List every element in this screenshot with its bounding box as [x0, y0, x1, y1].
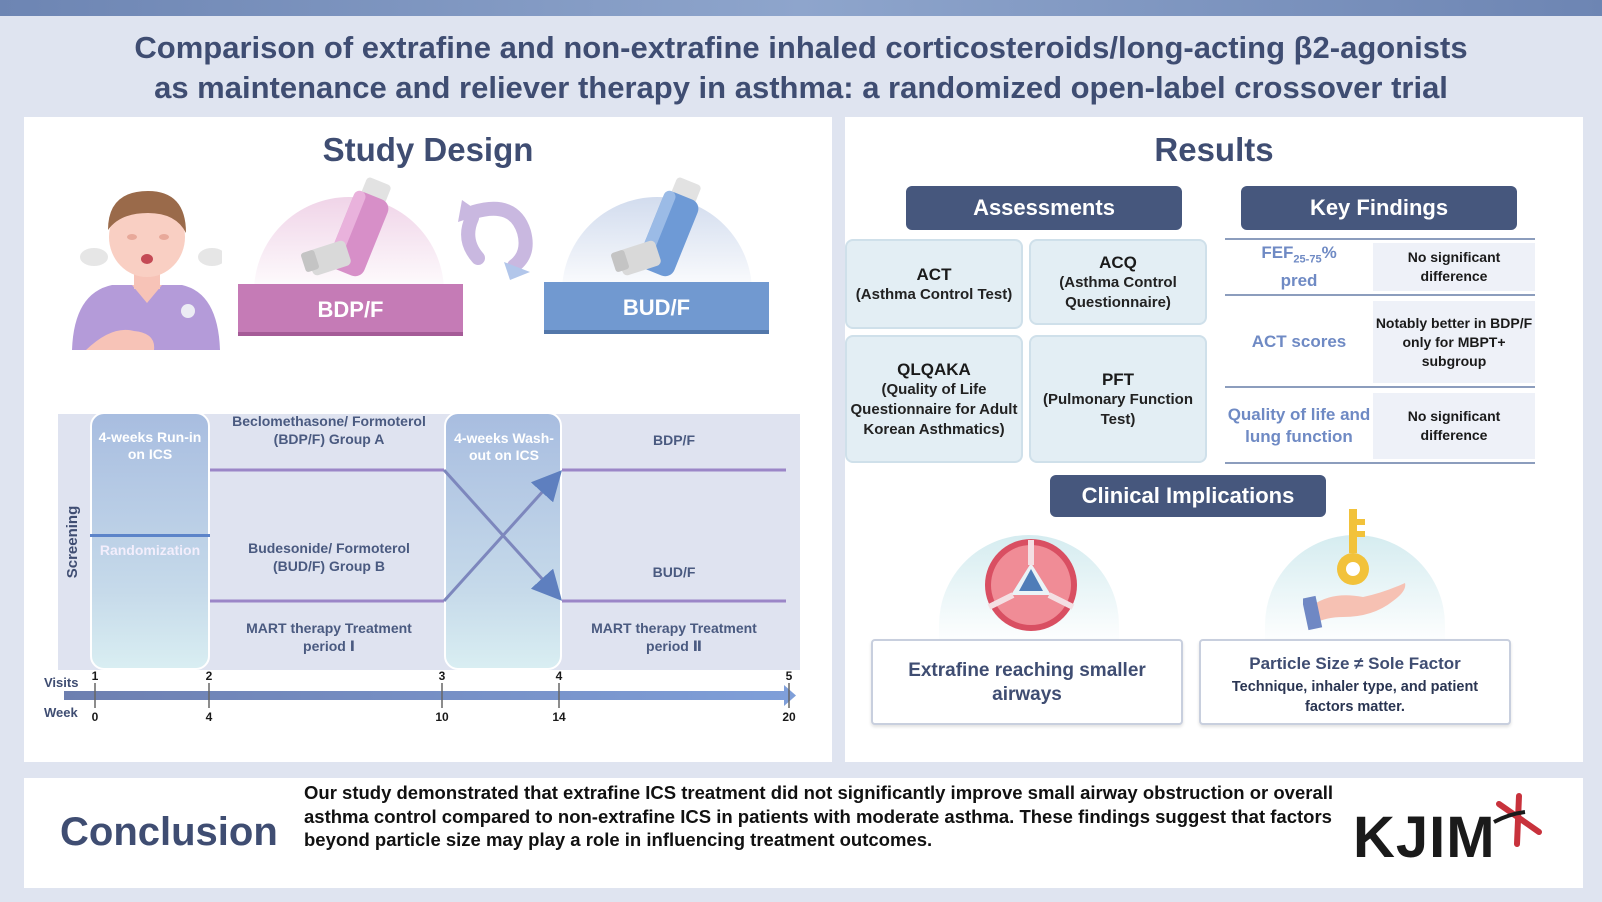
results-heading: Results	[1154, 131, 1274, 168]
page-title: Comparison of extrafine and non-extrafin…	[0, 28, 1602, 108]
washout-label: 4-weeks Wash-out on ICS	[454, 430, 554, 463]
week-axis-label: Week	[44, 705, 78, 720]
drug-b-label: BUD/F	[544, 282, 769, 334]
assessment-pft-sub: (Pulmonary Function Test)	[1043, 390, 1193, 428]
assessment-pft-title: PFT	[1101, 369, 1135, 389]
runin-phase-box	[90, 412, 210, 670]
kjim-logo: KJIM	[1349, 792, 1549, 887]
fef-sub: 25-75	[1293, 253, 1322, 266]
treatment-arms-lines	[210, 468, 786, 603]
assessment-act-sub: (Asthma Control Test)	[855, 285, 1013, 303]
period1-label: MART therapy Treatment period Ⅰ	[246, 620, 412, 654]
key-findings-header: Key Findings	[1241, 186, 1517, 230]
week-4: 4	[205, 710, 213, 724]
visit-1: 1	[91, 669, 99, 683]
key-finding-value-fef: No significant difference	[1373, 243, 1535, 291]
implication-1-text: Extrafine reaching smaller airways	[908, 660, 1146, 705]
key-finding-row-qol: Quality of life and lung function No sig…	[1225, 390, 1535, 464]
assessment-acq-title: ACQ	[1099, 252, 1137, 272]
implication-2-text: Technique, inhaler type, and patient fac…	[1231, 679, 1479, 715]
patient-icon	[72, 191, 222, 350]
blue-inhaler-icon	[611, 177, 701, 277]
study-design-heading: Study Design	[322, 131, 534, 168]
crossover-cycle-icon	[458, 200, 533, 280]
top-banner-bar	[0, 0, 1602, 16]
drug-a-label: BDP/F	[238, 284, 463, 336]
implication-2-box: Particle Size ≠ Sole Factor Technique, i…	[1199, 639, 1511, 725]
period2-top-label: BDP/F	[653, 432, 695, 448]
visits-axis-label: Visits	[44, 675, 79, 690]
kjim-logo-mark	[1493, 793, 1542, 847]
pink-inhaler-icon	[301, 177, 391, 277]
assessment-pft: PFT (Pulmonary Function Test)	[1029, 335, 1207, 463]
fef-line2: pred	[1280, 271, 1318, 291]
assessment-acq: ACQ (Asthma Control Questionnaire)	[1029, 239, 1207, 325]
key-finding-value-qol: No significant difference	[1373, 393, 1535, 459]
assessment-qlqaka-title: QLQAKA	[897, 359, 971, 379]
week-0: 0	[91, 710, 99, 724]
implication-1-box: Extrafine reaching smaller airways	[871, 639, 1183, 725]
week-10: 10	[435, 710, 449, 724]
key-finding-measure-fef: FEF25-75%pred	[1225, 240, 1373, 294]
key-finding-value-act: Notably better in BDP/F only for MBPT+ s…	[1373, 301, 1535, 383]
fef-main: FEF	[1261, 242, 1294, 262]
conclusion-heading: Conclusion	[60, 810, 278, 854]
washout-phase-box	[444, 412, 562, 670]
group-a-label: Beclomethasone/ Formoterol (BDP/F) Group…	[232, 413, 426, 447]
title-line-2: as maintenance and reliever therapy in a…	[154, 70, 1448, 105]
key-finding-row-act: ACT scores Notably better in BDP/F only …	[1225, 298, 1535, 388]
assessment-qlqaka: QLQAKA (Quality of Life Questionnaire fo…	[845, 335, 1023, 463]
study-design-panel: Study Design	[24, 117, 832, 762]
key-finding-measure-act: ACT scores	[1251, 332, 1347, 351]
key-in-hand-icon	[1303, 509, 1406, 631]
assessments-header: Assessments	[906, 186, 1182, 230]
assessment-act-title: ACT	[916, 264, 952, 284]
randomization-line	[90, 534, 210, 537]
assessment-qlqaka-sub: (Quality of Life Questionnaire for Adult…	[850, 380, 1018, 438]
runin-label: 4-weeks Run-in on ICS	[98, 429, 202, 462]
visit-4: 4	[555, 669, 563, 683]
timeline-axis	[64, 683, 796, 708]
visit-5: 5	[785, 669, 793, 683]
implication-2-title: Particle Size ≠ Sole Factor	[1249, 654, 1461, 673]
week-20: 20	[782, 710, 796, 724]
group-b-label: Budesonide/ Formoterol (BUD/F) Group B	[248, 540, 410, 574]
period2-bottom-label: BUD/F	[652, 564, 696, 580]
visit-2: 2	[205, 669, 213, 683]
fef-suffix: %	[1321, 242, 1337, 262]
week-14: 14	[552, 710, 566, 724]
title-line-1: Comparison of extrafine and non-extrafin…	[134, 30, 1468, 65]
conclusion-panel: Conclusion Our study demonstrated that e…	[24, 778, 1583, 888]
airway-icon	[985, 539, 1077, 631]
kjim-logo-text: KJIM	[1353, 805, 1496, 870]
randomization-label: Randomization	[99, 542, 201, 558]
key-finding-measure-qol: Quality of life and lung function	[1227, 405, 1371, 446]
assessment-act: ACT (Asthma Control Test)	[845, 239, 1023, 329]
period2-label: MART therapy Treatment period Ⅱ	[591, 620, 757, 654]
key-findings-table: FEF25-75%pred No significant difference …	[1225, 238, 1535, 464]
visit-3: 3	[438, 669, 446, 683]
key-finding-row-fef: FEF25-75%pred No significant difference	[1225, 240, 1535, 296]
assessment-acq-sub: (Asthma Control Questionnaire)	[1059, 273, 1177, 311]
clinical-implications-header: Clinical Implications	[1050, 475, 1326, 517]
conclusion-text: Our study demonstrated that extrafine IC…	[304, 782, 1334, 850]
